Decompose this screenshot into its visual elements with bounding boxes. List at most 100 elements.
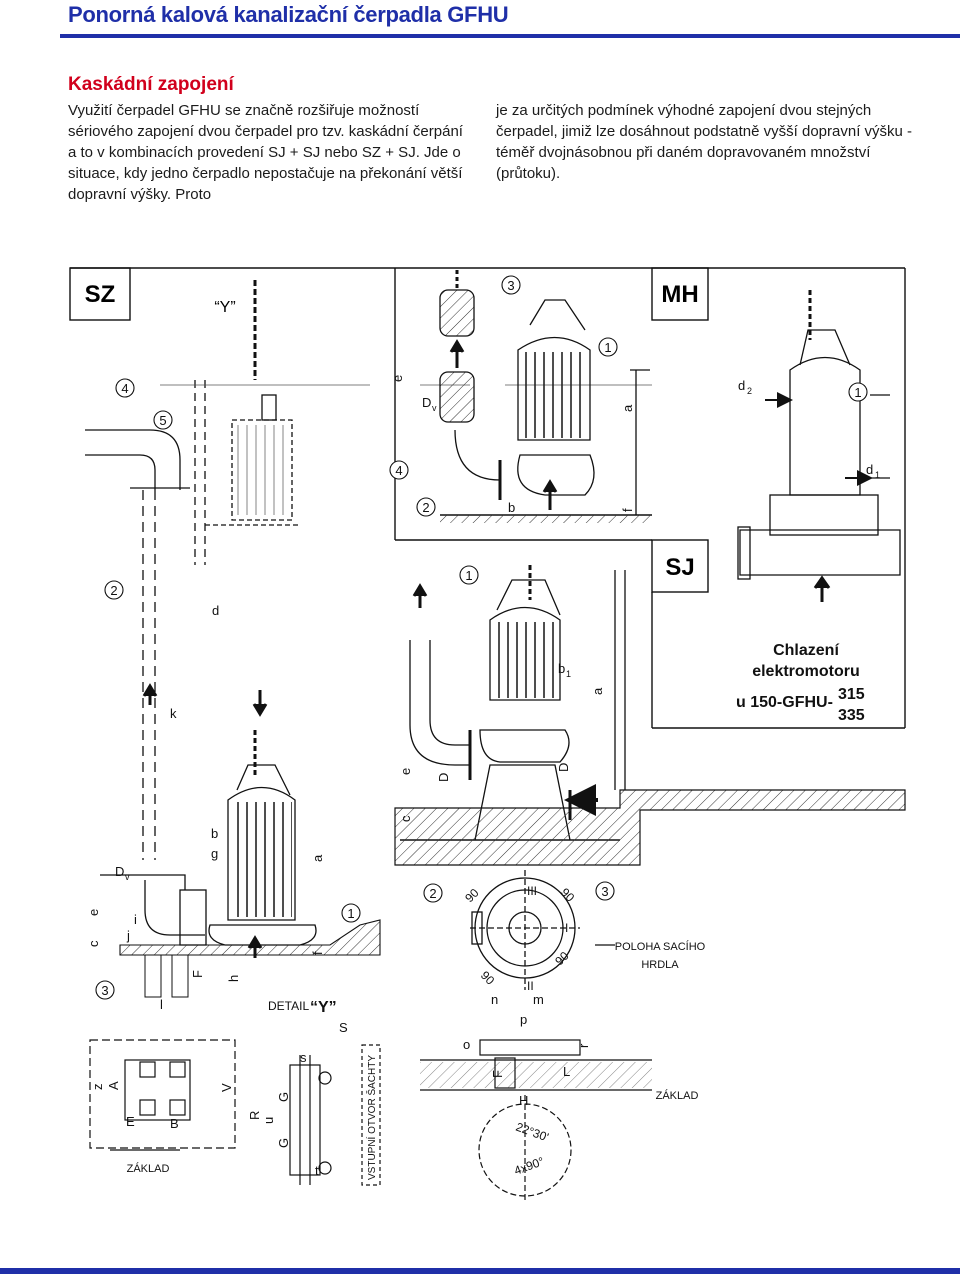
svg-text:90: 90 (478, 968, 498, 988)
svg-text:f: f (620, 508, 635, 512)
base-right-label: ZÁKLAD (656, 1089, 699, 1102)
cooling-line2: elektromotoru (752, 663, 860, 680)
cooling-top: 315 (838, 686, 865, 703)
sz-down-arrow (252, 690, 268, 717)
svg-text:n: n (491, 992, 498, 1007)
sz-lower-pump (100, 730, 317, 946)
svg-text:4: 4 (395, 463, 402, 478)
callout-3-a (501, 275, 521, 295)
svg-text:D: D (436, 773, 451, 782)
svg-text:d: d (866, 462, 873, 477)
dimension-labels: e D v a b f d 2 d 1 d k b 1 a e D D c b … (86, 375, 880, 1178)
svg-text:F: F (190, 970, 205, 978)
paragraph-left: Využití čerpadel GFHU se značně rozšiřuj… (68, 102, 463, 203)
paragraph-right: je za určitých podmínek výhodné zapojení… (496, 102, 913, 182)
svg-text:e: e (86, 909, 101, 916)
svg-text:A: A (106, 1081, 121, 1090)
callout-2-c (423, 883, 443, 903)
callout-4-b (389, 460, 409, 480)
svg-text:s: s (300, 1050, 307, 1065)
svg-text:H: H (519, 1093, 528, 1108)
svg-text:d: d (212, 603, 219, 618)
sz-label: SZ (85, 281, 116, 308)
svg-text:b: b (211, 826, 218, 841)
svg-text:a: a (310, 854, 325, 862)
svg-text:e: e (398, 768, 413, 775)
circled-numbers (95, 275, 868, 1000)
base-left-label: ZÁKLAD (127, 1162, 170, 1175)
mh-up-arrow (449, 339, 465, 368)
svg-text:f: f (310, 951, 325, 955)
title-rule (60, 34, 960, 38)
svg-text:2: 2 (110, 583, 117, 598)
callout-2-b (104, 580, 124, 600)
svg-text:F: F (490, 1070, 505, 1078)
svg-text:90: 90 (558, 885, 578, 905)
cooling-prefix: u 150-GFHU- (736, 694, 833, 711)
svg-text:2: 2 (747, 386, 752, 396)
page-title: Ponorná kalová kanalizační čerpadla GFHU (68, 2, 509, 27)
suction-section (420, 1039, 652, 1200)
svg-text:c: c (86, 940, 101, 947)
svg-text:1: 1 (465, 568, 472, 583)
frame (69, 267, 906, 729)
svg-text:4x90°: 4x90° (512, 1154, 546, 1178)
svg-text:i: i (134, 912, 137, 927)
svg-text:c: c (398, 815, 413, 822)
section-heading: Kaskádní zapojení (68, 74, 234, 95)
base-plan-left (89, 1039, 236, 1151)
svg-text:m: m (533, 992, 544, 1007)
detail-y-label: “Y” (310, 999, 337, 1016)
svg-text:1: 1 (854, 385, 861, 400)
svg-text:II: II (527, 979, 534, 993)
svg-text:I: I (565, 921, 568, 935)
svg-text:a: a (620, 404, 635, 412)
entry-hole-label: VSTUPNÍ OTVOR ŠACHTY (365, 1055, 378, 1180)
svg-text:b: b (508, 500, 515, 515)
svg-text:S: S (339, 1020, 348, 1035)
svg-text:z: z (90, 1084, 105, 1091)
suction-position-line1: POLOHA SACÍHO (615, 940, 706, 953)
cooling-line1: Chlazení (773, 642, 839, 659)
svg-text:1: 1 (347, 906, 354, 921)
svg-text:b: b (558, 661, 565, 676)
cooling-up-arrow (813, 575, 831, 602)
svg-text:h: h (226, 975, 241, 982)
svg-text:1: 1 (875, 470, 880, 480)
svg-text:22°30': 22°30' (514, 1120, 551, 1145)
svg-text:1: 1 (604, 340, 611, 355)
svg-text:2: 2 (429, 886, 436, 901)
svg-text:III: III (527, 884, 537, 898)
sz-up-arrow (142, 683, 158, 705)
svg-text:1: 1 (566, 669, 571, 679)
sj-label: SJ (665, 554, 694, 581)
suction-plan (470, 870, 615, 990)
svg-text:o: o (463, 1037, 470, 1052)
callout-3-c (95, 980, 115, 1000)
svg-text:l: l (160, 997, 163, 1012)
svg-text:2: 2 (422, 500, 429, 515)
svg-text:3: 3 (101, 983, 108, 998)
svg-text:4: 4 (121, 381, 128, 396)
svg-text:t: t (315, 1163, 319, 1178)
callout-1-b (848, 382, 868, 402)
svg-text:k: k (170, 706, 177, 721)
detail-y (289, 1044, 381, 1186)
svg-text:D: D (422, 395, 431, 410)
svg-text:j: j (126, 928, 130, 943)
svg-text:e: e (390, 375, 405, 382)
sz-lower-floor (119, 919, 381, 956)
svg-text:5: 5 (159, 413, 166, 428)
mh-label: MH (661, 281, 698, 308)
suction-ground-hatch (420, 1062, 652, 1088)
svg-text:G: G (276, 1092, 291, 1102)
sj-foundation (394, 789, 906, 866)
svg-text:L: L (563, 1064, 570, 1079)
svg-text:p: p (520, 1012, 527, 1027)
svg-text:E: E (126, 1114, 135, 1129)
callout-1-a (598, 337, 618, 357)
svg-text:a: a (590, 687, 605, 695)
svg-text:r: r (576, 1043, 591, 1048)
suction-position-line2: HRDLA (641, 959, 679, 971)
